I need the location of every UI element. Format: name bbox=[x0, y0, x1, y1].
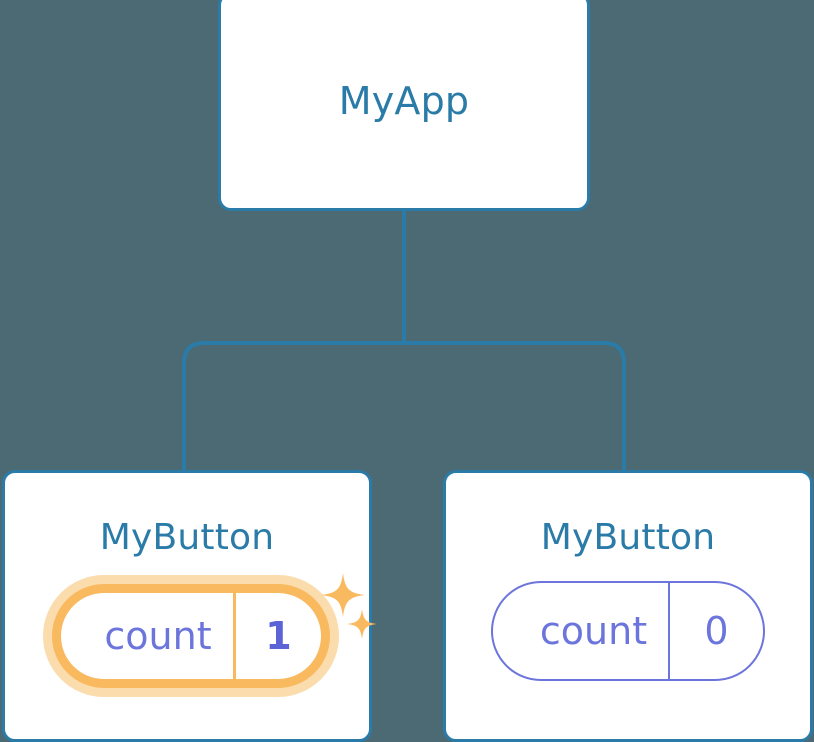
state-pill-inner: count 1 bbox=[61, 593, 321, 679]
node-myapp[interactable]: MyApp bbox=[218, 0, 590, 211]
state-key-left: count bbox=[104, 614, 212, 658]
state-pill-left[interactable]: count 1 bbox=[43, 573, 377, 697]
state-pill-right-wrap: count 0 bbox=[446, 581, 810, 681]
sparkle-small-icon bbox=[347, 609, 377, 639]
node-mybutton-right-title: MyButton bbox=[540, 517, 716, 558]
node-mybutton-left[interactable]: MyButton count 1 bbox=[2, 470, 377, 742]
node-myapp-title: MyApp bbox=[338, 79, 470, 123]
state-value-left: 1 bbox=[233, 593, 321, 679]
state-value-right: 0 bbox=[668, 583, 763, 679]
state-pill-right[interactable]: count 0 bbox=[491, 581, 765, 681]
node-mybutton-left-title: MyButton bbox=[99, 517, 275, 558]
node-mybutton-right[interactable]: MyButton count 0 bbox=[443, 470, 813, 742]
connector-branch bbox=[182, 341, 626, 470]
state-key-right: count bbox=[539, 609, 648, 653]
